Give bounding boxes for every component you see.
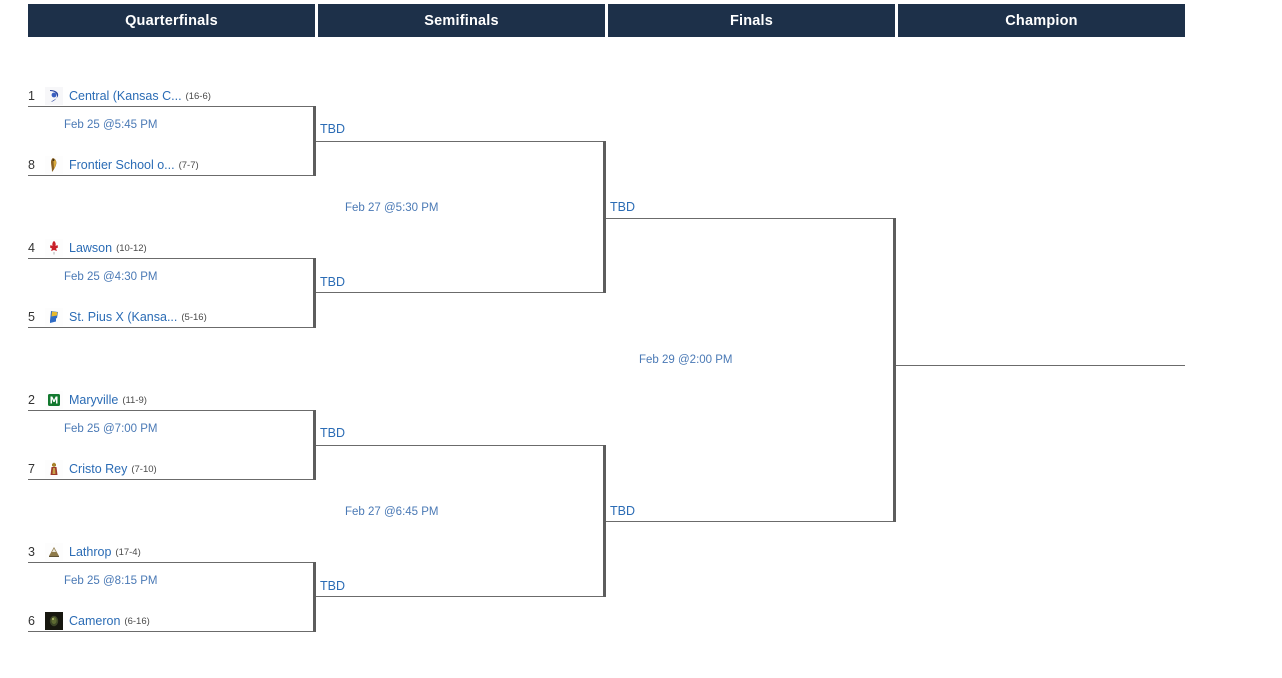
- round-header-quarterfinals: Quarterfinals: [28, 4, 315, 37]
- qf2-top-line: [28, 258, 316, 259]
- round-header-champion-label: Champion: [1005, 12, 1078, 29]
- sf1-top-line: [316, 141, 604, 142]
- qf4-connector: [313, 562, 316, 632]
- sf2-team-top-name[interactable]: TBD: [320, 426, 345, 440]
- frontier-logo-icon: [45, 156, 63, 174]
- qf3-bottom-line: [28, 479, 316, 480]
- sf1-team-top-name[interactable]: TBD: [320, 122, 345, 136]
- round-header-semifinals-label: Semifinals: [424, 12, 499, 29]
- qf2-connector: [313, 258, 316, 328]
- qf4-bottom-line: [28, 631, 316, 632]
- round-header-champion: Champion: [898, 4, 1185, 37]
- final-bottom-line: [606, 521, 894, 522]
- qf3-team-bottom-name[interactable]: Cristo Rey: [69, 462, 128, 476]
- round-header-finals-label: Finals: [729, 12, 774, 29]
- qf1-game-time[interactable]: Feb 25 @5:45 PM: [64, 119, 158, 131]
- qf1-top-line: [28, 106, 316, 107]
- qf2-bottom-line: [28, 327, 316, 328]
- qf3-team-top-seed: 2: [28, 393, 35, 407]
- qf3-connector: [313, 410, 316, 480]
- qf1-team-top-name[interactable]: Central (Kansas C...: [69, 89, 182, 103]
- final-team-top-name[interactable]: TBD: [610, 200, 635, 214]
- qf2-team-top-seed: 4: [28, 241, 35, 255]
- qf3-game-time[interactable]: Feb 25 @7:00 PM: [64, 423, 158, 435]
- qf2-team-top-record: (10-12): [116, 242, 147, 254]
- qf3-team-top-record: (11-9): [122, 394, 147, 406]
- round-header-finals: Finals: [608, 4, 895, 37]
- final-team-bottom-name[interactable]: TBD: [610, 504, 635, 518]
- qf3-top-line: [28, 410, 316, 411]
- qf3-team-bottom-seed: 7: [28, 462, 35, 476]
- qf1-bottom-line: [28, 175, 316, 176]
- qf1-connector: [313, 106, 316, 176]
- qf1-team-bottom[interactable]: 8 Frontier School o... (7-7): [28, 155, 199, 175]
- qf4-game-time[interactable]: Feb 25 @8:15 PM: [64, 575, 158, 587]
- qf2-team-top-name[interactable]: Lawson: [69, 241, 113, 255]
- sf1-team-bottom-name[interactable]: TBD: [320, 275, 345, 289]
- sf1-game-time[interactable]: Feb 27 @5:30 PM: [345, 202, 439, 214]
- qf4-team-top-name[interactable]: Lathrop: [69, 545, 112, 559]
- qf1-team-top-record: (16-6): [185, 90, 211, 102]
- qf1-team-bottom-record: (7-7): [178, 159, 199, 171]
- qf4-team-bottom-record: (6-16): [124, 615, 150, 627]
- final-connector: [893, 218, 896, 522]
- round-header-semifinals: Semifinals: [318, 4, 605, 37]
- qf4-team-bottom-name[interactable]: Cameron: [69, 614, 121, 628]
- qf2-team-bottom-record: (5-16): [181, 311, 207, 323]
- qf1-team-bottom-seed: 8: [28, 158, 35, 172]
- qf4-team-top-seed: 3: [28, 545, 35, 559]
- qf3-team-top-name[interactable]: Maryville: [69, 393, 119, 407]
- qf1-team-top-seed: 1: [28, 89, 35, 103]
- sf2-connector: [603, 445, 606, 597]
- qf2-game-time[interactable]: Feb 25 @4:30 PM: [64, 271, 158, 283]
- final-top-line: [606, 218, 894, 219]
- sf1-connector: [603, 141, 606, 293]
- qf4-top-line: [28, 562, 316, 563]
- qf2-team-bottom-seed: 5: [28, 310, 35, 324]
- sf2-bottom-line: [316, 596, 604, 597]
- qf3-team-top[interactable]: 2 Maryville (11-9): [28, 390, 147, 410]
- qf3-team-bottom-record: (7-10): [131, 463, 157, 475]
- lawson-logo-icon: [45, 239, 63, 257]
- qf1-team-top[interactable]: 1 Central (Kansas C... (16-6): [28, 86, 211, 106]
- sf2-game-time[interactable]: Feb 27 @6:45 PM: [345, 506, 439, 518]
- qf2-team-bottom-name[interactable]: St. Pius X (Kansa...: [69, 310, 178, 324]
- cameron-logo-icon: [45, 612, 63, 630]
- sf1-bottom-line: [316, 292, 604, 293]
- qf4-team-top-record: (17-4): [115, 546, 141, 558]
- qf2-team-bottom[interactable]: 5 St. Pius X (Kansa... (5-16): [28, 307, 207, 327]
- round-header-quarterfinals-label: Quarterfinals: [125, 12, 218, 29]
- champion-line: [896, 365, 1185, 366]
- maryville-logo-icon: [45, 391, 63, 409]
- lathrop-logo-icon: [45, 543, 63, 561]
- qf4-team-bottom[interactable]: 6 Cameron (6-16): [28, 611, 150, 631]
- final-game-time[interactable]: Feb 29 @2:00 PM: [639, 354, 733, 366]
- qf4-team-top[interactable]: 3 Lathrop (17-4): [28, 542, 141, 562]
- sf2-top-line: [316, 445, 604, 446]
- qf3-team-bottom[interactable]: 7 Cristo Rey (7-10): [28, 459, 157, 479]
- round-header-row: Quarterfinals Semifinals Finals Champion: [28, 4, 1185, 37]
- central-logo-icon: [45, 87, 63, 105]
- sf2-team-bottom-name[interactable]: TBD: [320, 579, 345, 593]
- stpiusx-logo-icon: [45, 308, 63, 326]
- qf1-team-bottom-name[interactable]: Frontier School o...: [69, 158, 175, 172]
- qf2-team-top[interactable]: 4 Lawson (10-12): [28, 238, 147, 258]
- cristorey-logo-icon: [45, 460, 63, 478]
- qf4-team-bottom-seed: 6: [28, 614, 35, 628]
